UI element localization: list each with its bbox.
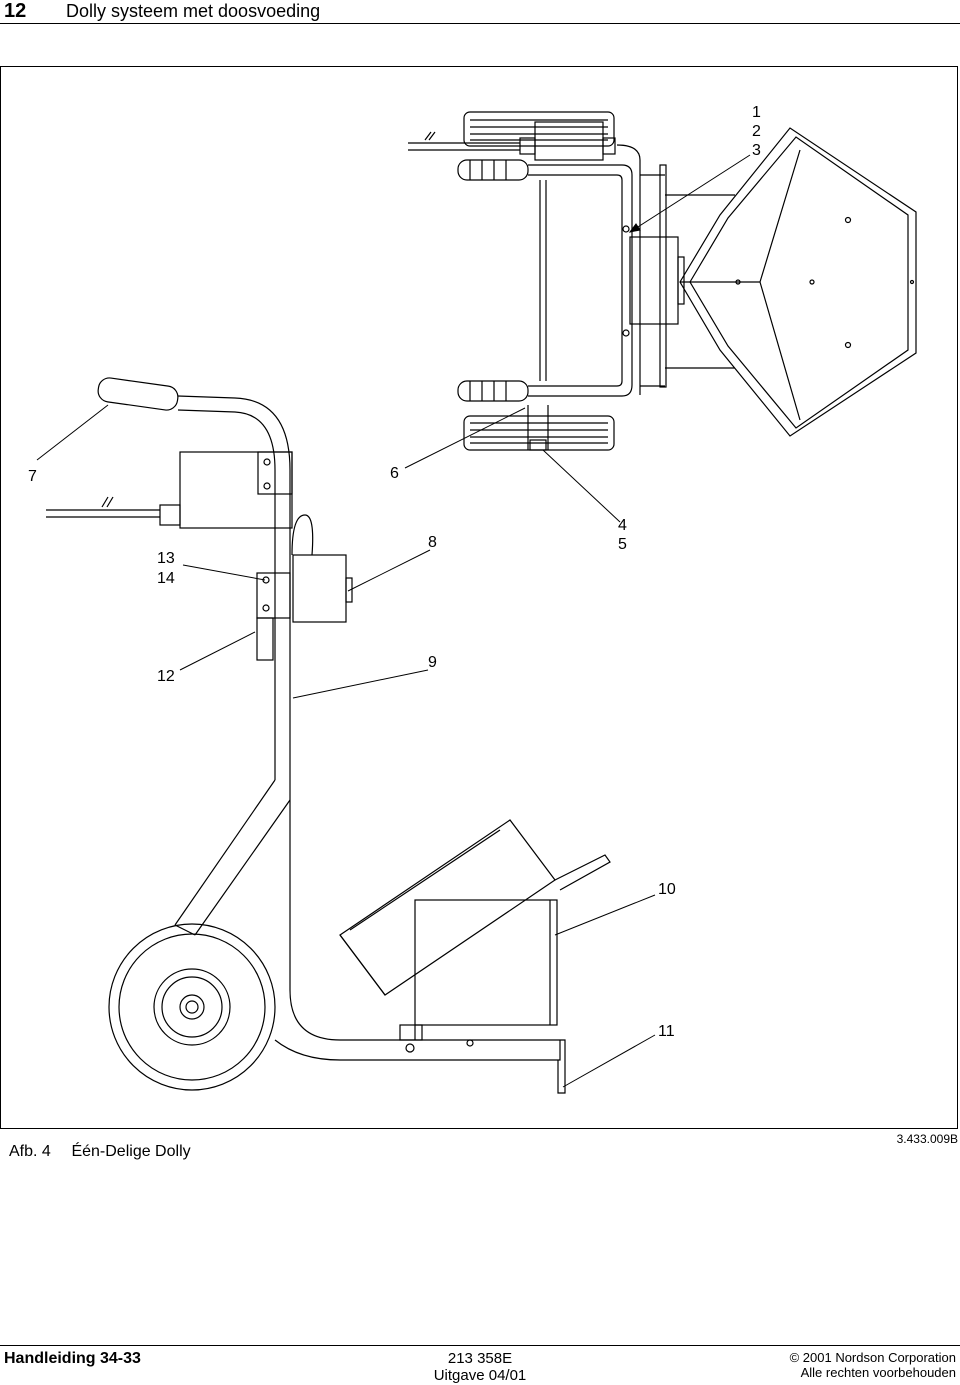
dolly-drawing: 1 2 3 4 5 6 7 8 9 10 11 12 13 14 <box>28 104 917 1094</box>
callout-13: 13 <box>157 550 175 567</box>
callout-10: 10 <box>658 881 676 898</box>
top-view <box>408 111 917 451</box>
figure-caption: Afb. 4 Één-Delige Dolly <box>9 1143 191 1161</box>
rights-notice: Alle rechten voorbehouden <box>800 1365 956 1380</box>
footer-right: © 2001 Nordson Corporation Alle rechten … <box>790 1350 956 1380</box>
callout-7: 7 <box>28 468 37 485</box>
figure-frame <box>0 66 958 1129</box>
callout-12: 12 <box>157 668 175 685</box>
callout-5: 5 <box>618 536 627 553</box>
footer-rule <box>0 1345 960 1346</box>
callout-labels: 1 2 3 4 5 6 7 8 9 10 11 12 13 14 <box>28 104 761 1040</box>
figure-label: Afb. 4 <box>9 1143 51 1160</box>
page-number: 12 <box>4 0 27 22</box>
figure-title: Één-Delige Dolly <box>71 1143 191 1160</box>
side-view <box>46 377 611 1094</box>
part-number: 213 358E <box>447 1350 513 1367</box>
footer-center: 213 358E Uitgave 04/01 <box>420 1350 540 1384</box>
page-title: Dolly systeem met doosvoeding <box>66 1 321 21</box>
page-header: 12 Dolly systeem met doosvoeding <box>0 0 960 24</box>
callout-2: 2 <box>752 123 761 140</box>
drawing-code: 3.433.009B <box>896 1132 958 1146</box>
callout-14: 14 <box>157 570 175 587</box>
callout-6: 6 <box>390 465 399 482</box>
callout-1: 1 <box>752 104 761 121</box>
callout-3: 3 <box>752 142 761 159</box>
copyright: © 2001 Nordson Corporation <box>789 1350 956 1365</box>
manual-name: Handleiding 34-33 <box>4 1350 141 1367</box>
issue-date: Uitgave 04/01 <box>433 1367 527 1384</box>
callout-leaders <box>36 154 751 1088</box>
callout-11: 11 <box>658 1023 675 1040</box>
callout-4: 4 <box>618 517 627 534</box>
header-rule <box>0 23 960 24</box>
callout-9: 9 <box>428 654 437 671</box>
callout-8: 8 <box>428 534 437 551</box>
